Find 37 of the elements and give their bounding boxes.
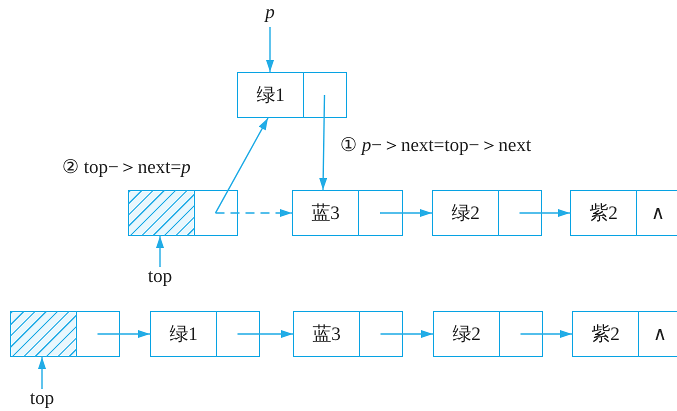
list-node-box (570, 190, 677, 236)
arrow (38, 357, 46, 389)
list-node-box (572, 311, 677, 357)
null-pointer-symbol: ∧ (651, 202, 665, 225)
node-value: 绿2 (452, 323, 481, 347)
node-value: 绿1 (256, 84, 285, 108)
list-node-box (292, 190, 403, 236)
arrow (380, 209, 432, 217)
arrow (520, 209, 570, 217)
arrow (156, 236, 164, 267)
arrow (214, 118, 269, 214)
node-value: 紫2 (589, 202, 618, 226)
node-value: 绿1 (169, 323, 198, 347)
arrow (216, 209, 292, 217)
list-node-box (237, 72, 347, 118)
edge-label: ② top−＞next=p (62, 158, 191, 177)
null-pointer-symbol: ∧ (653, 323, 667, 346)
pointer-label: top (142, 267, 178, 289)
edge-label: ① p−＞next=top−＞next (340, 136, 532, 155)
arrow (380, 330, 433, 338)
list-node-box (150, 311, 260, 357)
node-value: 紫2 (591, 323, 620, 347)
list-node-box (432, 190, 542, 236)
pointer-label: top (24, 389, 60, 411)
arrow (238, 330, 293, 338)
list-head-box (10, 311, 120, 357)
arrow (520, 330, 572, 338)
node-value: 蓝3 (312, 323, 341, 347)
node-value: 绿2 (451, 202, 480, 226)
pointer-label: p (260, 3, 280, 27)
arrow (266, 27, 274, 72)
arrow (319, 94, 328, 190)
list-node-box (293, 311, 403, 357)
arrow (98, 330, 150, 338)
node-value: 蓝3 (311, 202, 340, 226)
list-node-box (433, 311, 543, 357)
list-head-box (128, 190, 238, 236)
